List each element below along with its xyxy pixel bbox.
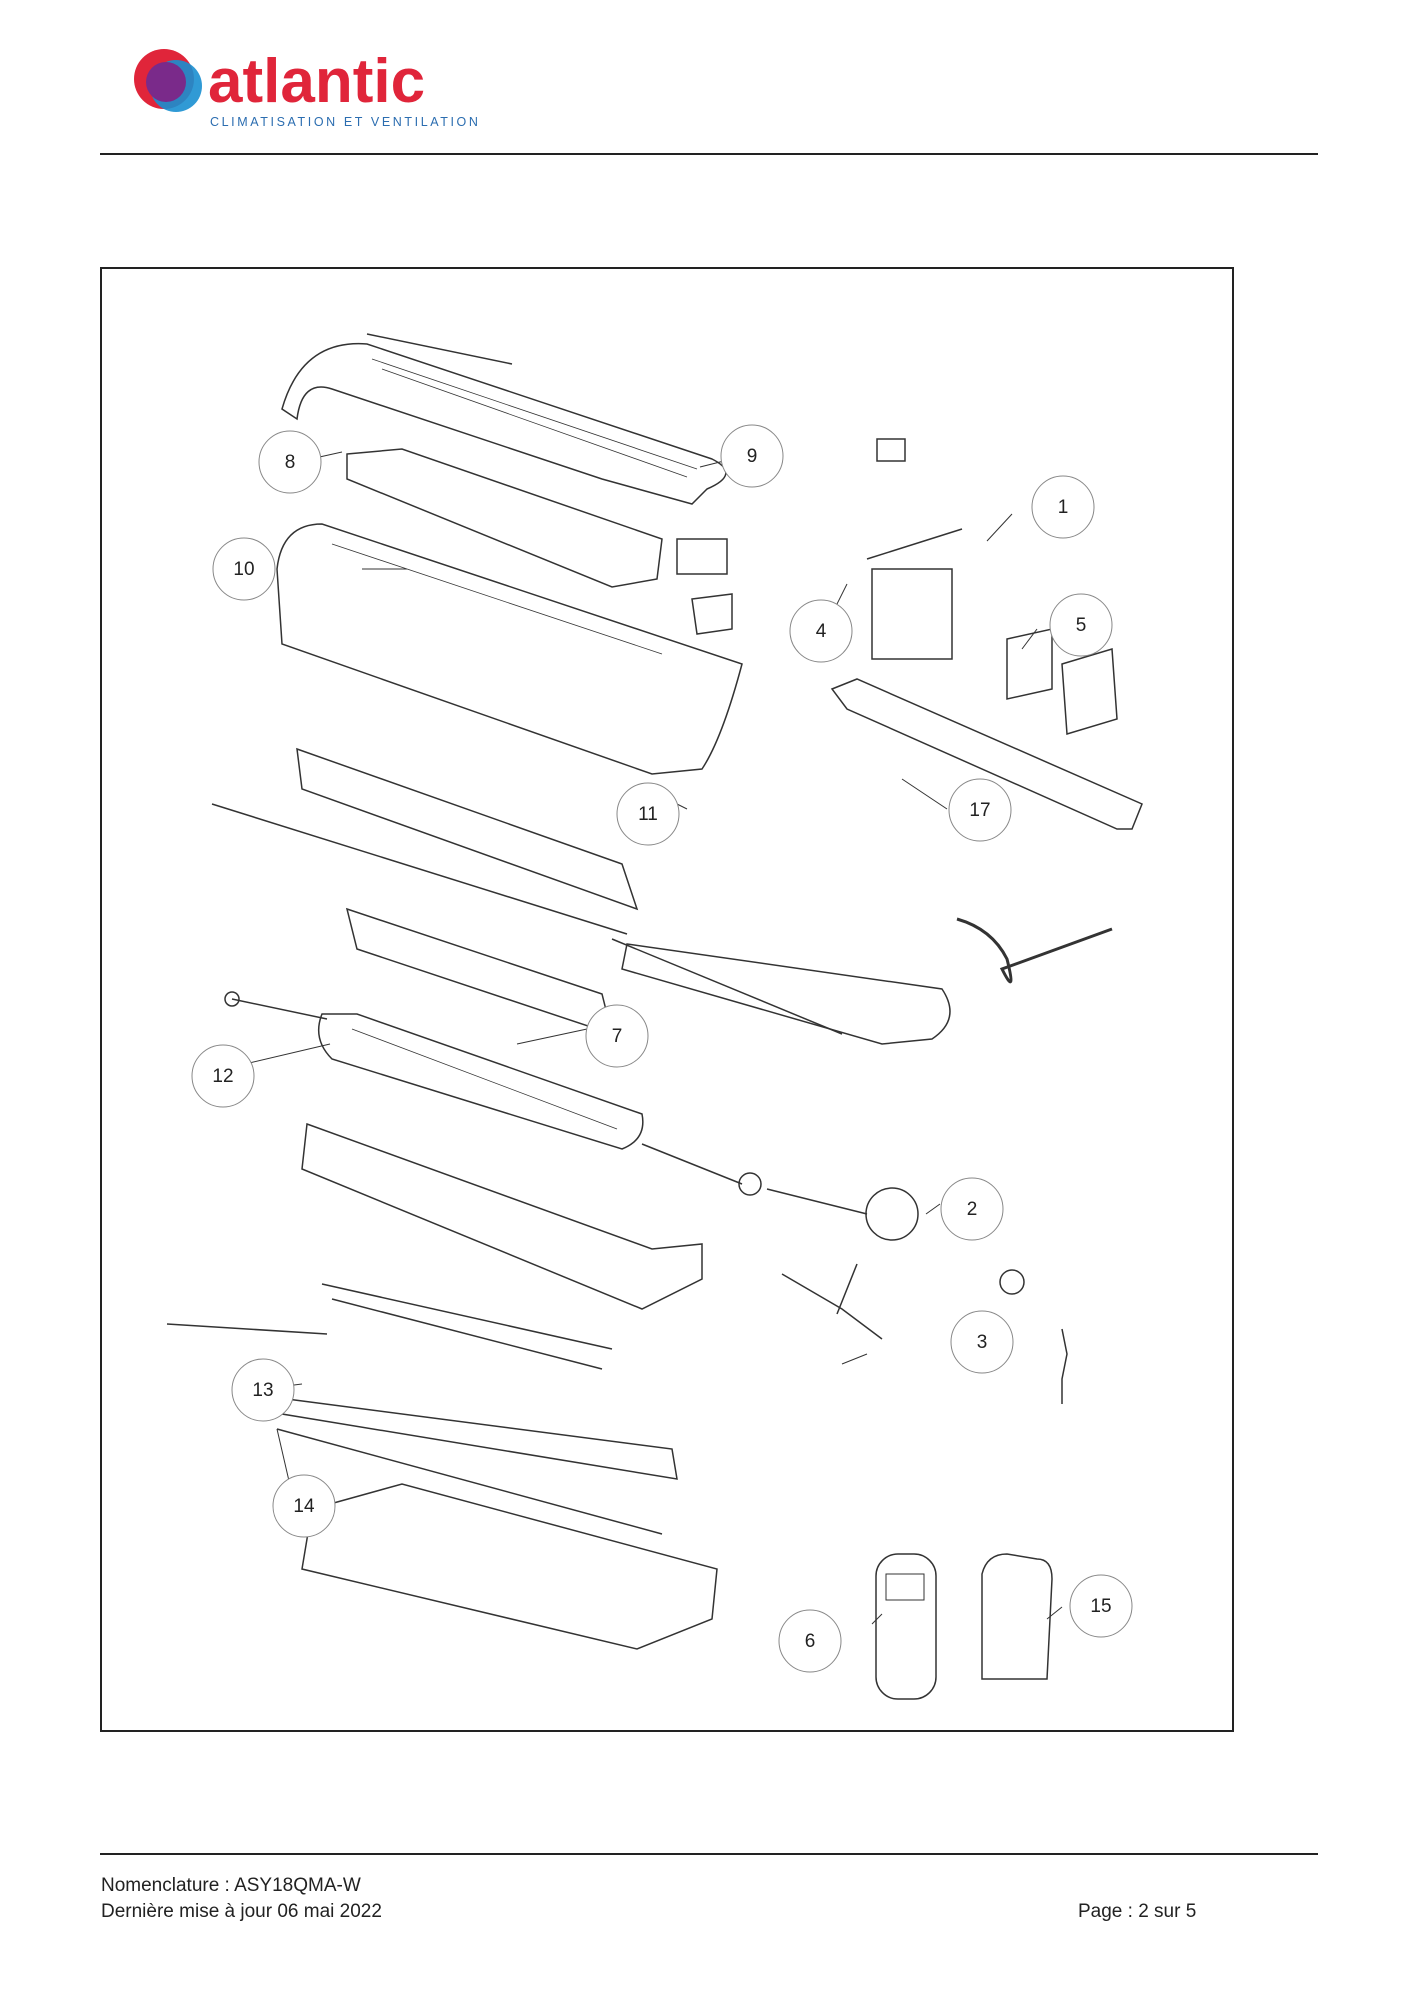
evaporator-pipe [611, 938, 843, 1035]
exploded-view-frame: 1 2 3 4 5 6 7 8 9 10 11 12 13 14 15 17 [100, 267, 1234, 1732]
vertical-louvers [331, 1298, 603, 1370]
callout-8: 8 [285, 452, 296, 473]
horizontal-louver [281, 1398, 678, 1480]
control-box [871, 568, 953, 660]
terminal-cover [676, 538, 728, 575]
box-cover [1061, 648, 1118, 735]
drain-pan [301, 1122, 703, 1310]
cross-flow-fan [317, 1013, 644, 1150]
callout-15: 15 [1090, 1596, 1111, 1617]
callout-13: 13 [252, 1380, 273, 1401]
bracket-cover [691, 593, 733, 635]
page-number: Page : 2 sur 5 [1078, 1901, 1197, 1922]
callout-7: 7 [612, 1026, 623, 1047]
callout-9: 9 [747, 446, 758, 467]
brand-tagline: CLIMATISATION ET VENTILATION [210, 115, 481, 129]
callout-17: 17 [969, 800, 990, 821]
pcb-board [1006, 628, 1053, 700]
callout-14: 14 [293, 1496, 315, 1517]
callout-2: 2 [967, 1199, 978, 1220]
atlantic-logo: atlantic CLIMATISATION ET VENTILATION [134, 47, 481, 129]
remote-holder [981, 1553, 1053, 1680]
callout-10: 10 [233, 559, 254, 580]
fan-motor [865, 1187, 919, 1241]
callout-12: 12 [212, 1066, 233, 1087]
callout-4: 4 [816, 621, 827, 642]
nomenclature-text: Nomenclature : ASY18QMA-W [101, 1875, 361, 1896]
refrigerant-tube [621, 943, 951, 1045]
top-grille-strip [366, 333, 513, 365]
chassis [276, 523, 743, 775]
callout-3: 3 [977, 1332, 988, 1353]
rear-frame [830, 678, 1143, 830]
brand-wordmark: atlantic [208, 47, 425, 116]
callout-5: 5 [1076, 615, 1087, 636]
callout-1: 1 [1058, 497, 1069, 518]
exploded-view-diagram: 1 2 3 4 5 6 7 8 9 10 11 12 13 14 15 17 [166, 333, 1143, 1700]
brand-mark-icon [134, 49, 202, 112]
last-update-text: Dernière mise à jour 06 mai 2022 [101, 1901, 382, 1922]
louver-assembly [345, 907, 614, 1036]
remote-control [875, 1553, 937, 1700]
mounting-plate [301, 1483, 718, 1650]
callout-6: 6 [805, 1631, 816, 1652]
drain-hose [956, 917, 1113, 984]
footer-divider [100, 1853, 1318, 1855]
header-divider [100, 153, 1318, 155]
footer-info: Nomenclature : ASY18QMA-W Dernière mise … [101, 1873, 382, 1925]
callout-11: 11 [638, 804, 658, 825]
air-filter [346, 448, 663, 588]
heat-exchanger [296, 747, 639, 911]
